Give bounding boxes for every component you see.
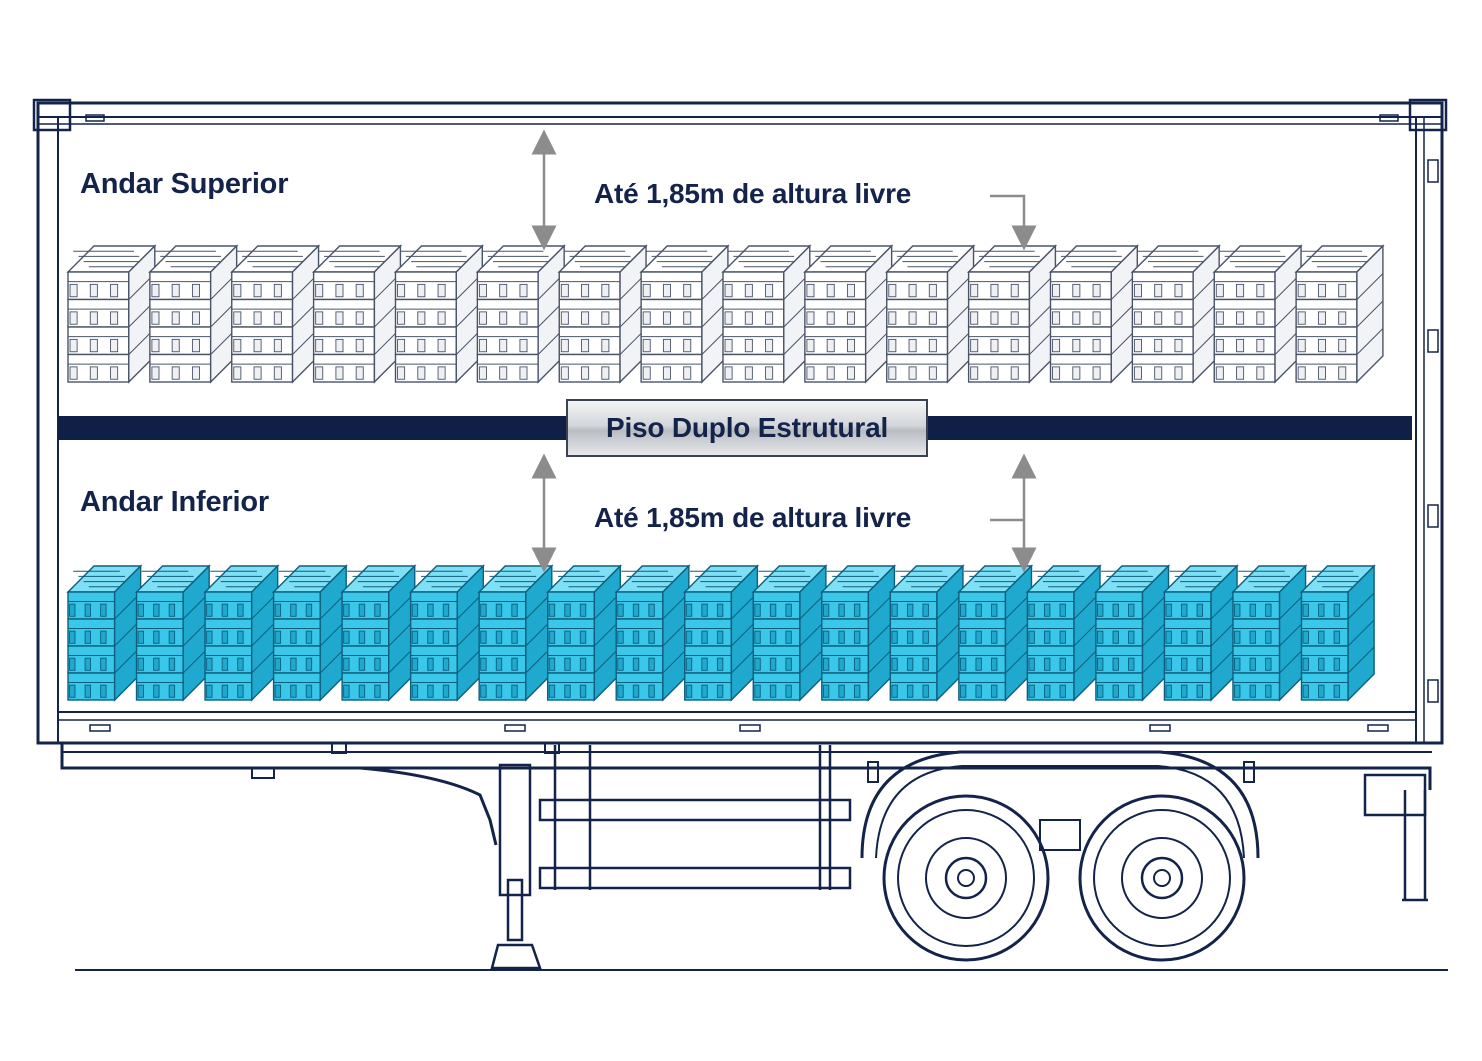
lower-clearance-note: Até 1,85m de altura livre [594, 502, 912, 533]
pallet-stack-icon [134, 564, 211, 702]
pallet-stack-icon [66, 244, 157, 384]
trailer-body [32, 98, 1448, 745]
pallet-stack-icon [639, 244, 730, 384]
pallet-stack-icon [393, 244, 484, 384]
arrow-icon [990, 194, 1037, 251]
pallet-stack-icon [148, 244, 239, 384]
pallet-stack-icon [340, 564, 417, 702]
pallet-stack-icon [66, 564, 143, 702]
pallet-stack-icon [230, 244, 321, 384]
pallet-stack-icon [557, 244, 648, 384]
pallet-stack-icon [803, 244, 894, 384]
trailer-chassis [60, 742, 1432, 970]
pallet-stack-icon [1231, 564, 1308, 702]
double-headed-arrow-icon [990, 453, 1037, 573]
pallet-stack-icon [614, 564, 691, 702]
pallet-stack-icon [477, 564, 554, 702]
upper-deck-pallets [66, 244, 1385, 384]
pallet-stack-icon [1212, 244, 1303, 384]
upper-deck-title: Andar Superior [80, 168, 289, 200]
upper-clearance-note: Até 1,85m de altura livre [594, 178, 912, 209]
structural-floor-badge: Piso Duplo Estrutural [566, 399, 928, 457]
pallet-stack-icon [966, 244, 1058, 384]
pallet-stack-icon [820, 564, 897, 702]
pallet-stack-icon [311, 244, 403, 384]
pallet-stack-icon [545, 564, 623, 702]
wheel-icon [1078, 794, 1246, 962]
pallet-stack-icon [1162, 564, 1239, 702]
pallet-stack-icon [1130, 244, 1221, 384]
pallet-stack-icon [271, 564, 348, 702]
pallet-stack-icon [751, 564, 828, 702]
pallet-stack-icon [475, 244, 566, 384]
pallet-stack-icon [203, 564, 280, 702]
pallet-stack-icon [885, 244, 976, 384]
pallet-stack-icon [888, 564, 965, 702]
pallet-stack-icon [1294, 244, 1385, 384]
pallet-stack-icon [1094, 564, 1171, 702]
pallet-stack-icon [408, 564, 485, 702]
wheel-icon [882, 794, 1050, 962]
pallet-stack-icon [957, 564, 1034, 702]
pallet-stack-icon [721, 244, 812, 384]
pallet-stack-icon [683, 564, 760, 702]
lower-deck-pallets [66, 564, 1376, 702]
pallet-stack-icon [1025, 564, 1102, 702]
pallet-stack-icon [1048, 244, 1139, 384]
pallet-stack-icon [1299, 564, 1376, 702]
lower-deck-title: Andar Inferior [80, 486, 269, 518]
